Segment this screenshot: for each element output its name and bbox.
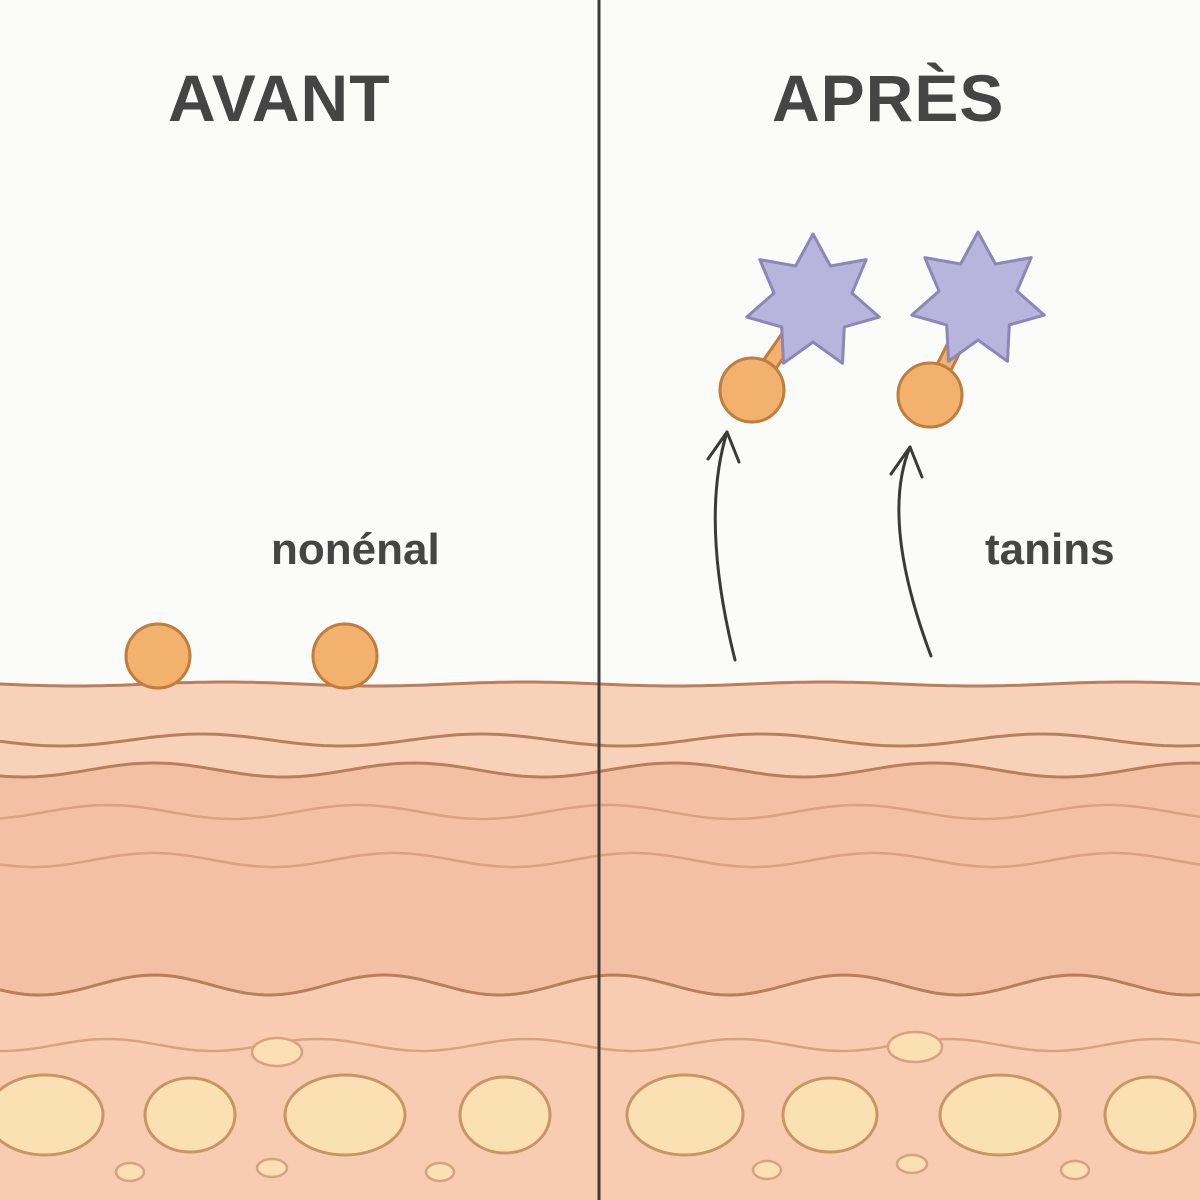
small-fat-cell xyxy=(751,1159,783,1181)
nonenal-molecule xyxy=(896,361,964,429)
arrow-shaft xyxy=(713,430,737,662)
release-arrow xyxy=(706,430,741,662)
small-fat-cell xyxy=(424,1161,456,1183)
fat-cell xyxy=(781,1076,879,1154)
before-title: AVANT xyxy=(168,61,391,135)
molecules xyxy=(124,230,1046,690)
tannin-molecule xyxy=(745,232,881,365)
arrow-shaft xyxy=(897,445,933,658)
arrow-head xyxy=(706,430,741,464)
fat-cell xyxy=(625,1073,745,1157)
after-title: APRÈS xyxy=(772,61,1005,135)
tannin-nonenal-complex xyxy=(718,232,881,424)
nonenal-molecule xyxy=(718,356,786,424)
small-fat-cell xyxy=(255,1157,289,1179)
small-fat-cell xyxy=(114,1161,146,1183)
fat-cell xyxy=(1103,1075,1197,1155)
nonenal-molecule xyxy=(311,622,379,690)
release-arrow xyxy=(889,445,933,658)
fat-cell-layer xyxy=(0,1030,1197,1183)
fat-cell xyxy=(458,1075,552,1155)
fat-cell xyxy=(0,1073,105,1157)
tannin-molecule xyxy=(910,230,1046,363)
small-fat-cell xyxy=(886,1030,944,1064)
fat-cell xyxy=(283,1073,407,1157)
small-fat-cell xyxy=(895,1153,929,1175)
arrow-head xyxy=(889,445,924,479)
release-arrows xyxy=(706,430,933,662)
nonenal-molecule xyxy=(124,622,192,690)
fat-cell xyxy=(143,1076,237,1154)
fat-cell xyxy=(938,1073,1062,1157)
small-fat-cell xyxy=(250,1036,304,1068)
tannins-label: tanins xyxy=(985,525,1115,574)
nonenal-label: nonénal xyxy=(271,525,440,574)
tannin-nonenal-complex xyxy=(896,230,1046,429)
small-fat-cell xyxy=(1059,1159,1091,1181)
